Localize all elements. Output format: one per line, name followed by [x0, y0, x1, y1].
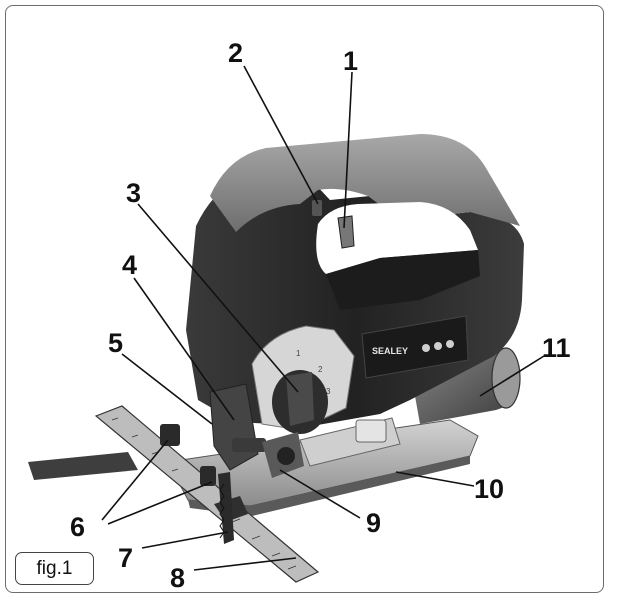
bevel-lever — [355, 419, 387, 443]
callout-numbers: 1 2 3 4 5 6 7 8 9 10 11 — [70, 38, 571, 593]
callout-2: 2 — [228, 38, 243, 68]
callout-11: 11 — [542, 333, 571, 363]
brand-label: SEALEY — [372, 346, 408, 356]
guide-lock-knob-2 — [200, 466, 216, 486]
callout-leaders — [101, 65, 545, 571]
callout-1: 1 — [343, 46, 358, 76]
callout-6: 6 — [70, 512, 85, 542]
dial-mark-2: 2 — [318, 365, 323, 374]
callout-4: 4 — [122, 250, 137, 280]
callout-7: 7 — [118, 543, 133, 573]
handle-opening — [316, 202, 478, 274]
label-icons — [422, 340, 454, 352]
lock-button — [312, 200, 322, 216]
blade-teeth — [219, 483, 225, 539]
dial-mark-3: 3 — [326, 387, 331, 396]
figure-label: fig.1 — [15, 552, 94, 585]
callout-9: 9 — [366, 508, 381, 538]
callout-5: 5 — [108, 328, 123, 358]
knob-grip — [286, 372, 314, 426]
callout-8: 8 — [170, 563, 185, 593]
callout-3: 3 — [126, 178, 141, 208]
trigger — [337, 215, 355, 249]
blade-clamp-lever — [232, 438, 266, 452]
guide-roller — [277, 447, 295, 465]
guide-lock-knob — [160, 424, 180, 446]
label-panel — [361, 315, 469, 379]
dial-mark-1: 1 — [296, 349, 301, 358]
battery-area — [326, 250, 480, 310]
guide-ruler-ticks — [111, 417, 297, 570]
left-guide-bar — [28, 452, 138, 480]
saw-blade — [218, 472, 234, 544]
callout-10: 10 — [474, 474, 504, 504]
dust-port-opening — [491, 347, 521, 409]
